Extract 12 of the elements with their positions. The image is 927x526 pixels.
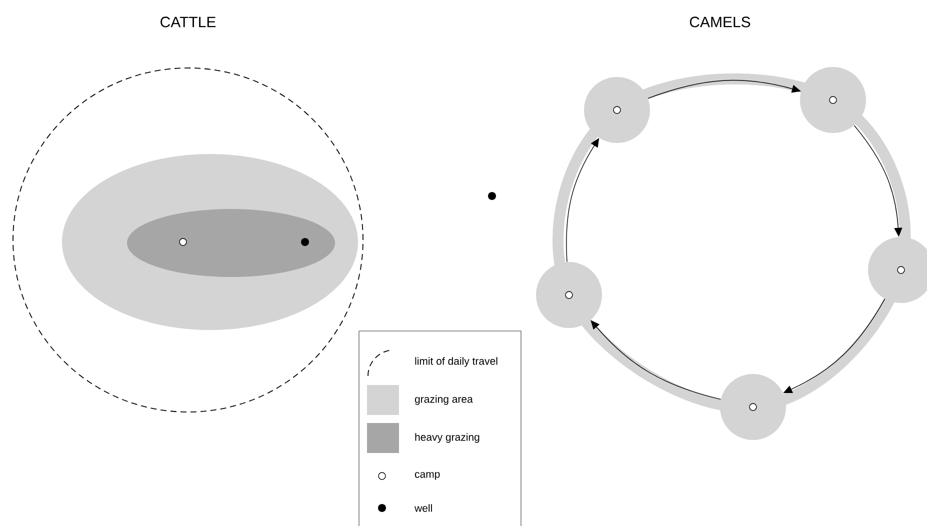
grazing-circle — [536, 262, 602, 328]
grazing-circle — [720, 374, 786, 440]
panel-title: CATTLE — [160, 16, 216, 28]
grazing-circle — [584, 77, 650, 143]
panel-title: CAMELS — [690, 16, 750, 28]
legend-text: grazing area — [414, 395, 473, 405]
grazing-circle — [800, 66, 866, 133]
legend-text: camp — [414, 472, 440, 480]
legend-text: well — [414, 504, 432, 512]
legend-text: limit of daily travel — [415, 357, 498, 367]
arrow — [590, 320, 722, 400]
legend-text: heavy grazing — [415, 433, 480, 443]
